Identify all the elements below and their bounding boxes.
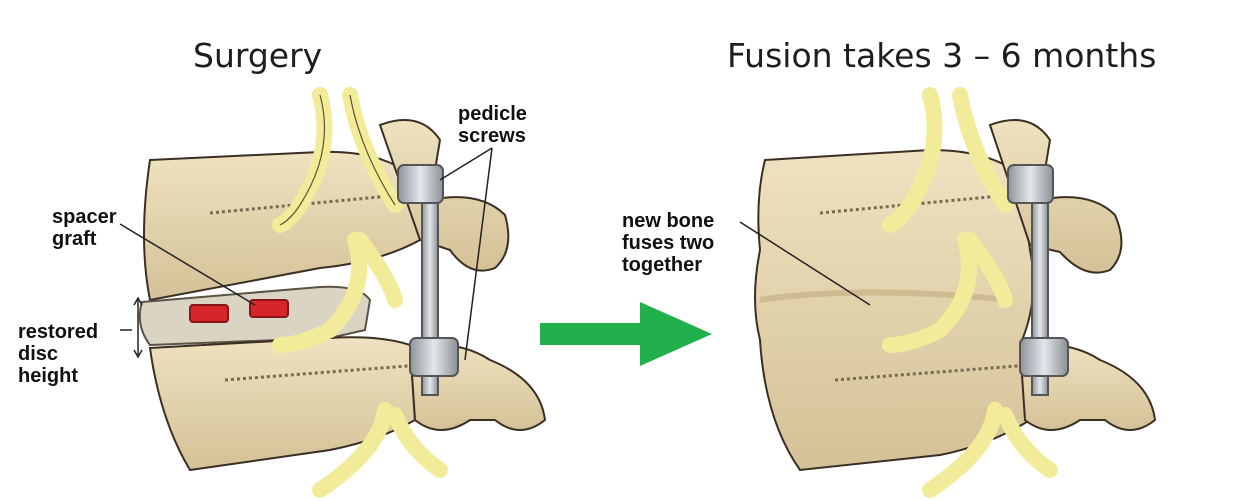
nerve-upper-right [882, 87, 1013, 233]
fusion-title: Fusion takes 3 – 6 months [727, 36, 1157, 75]
nerve-middle-right [882, 232, 1013, 353]
graft-window-2 [249, 299, 289, 318]
screw-head-lower-right [1019, 337, 1069, 377]
upper-process-left [378, 119, 510, 272]
nerve-lower-left [312, 402, 448, 498]
nerve-middle-left [272, 232, 403, 353]
spacer-graft-label: spacer graft [52, 206, 117, 250]
left-pointers [119, 147, 493, 361]
left-spine [138, 87, 547, 498]
screw-head-upper-left [397, 164, 444, 204]
surgery-title: Surgery [193, 36, 323, 75]
arrow-right-icon [540, 302, 712, 366]
nerve-lower-right [922, 402, 1058, 498]
upper-process-right [988, 119, 1123, 274]
screw-head-lower-left [409, 337, 459, 377]
restored-disc-height-label: restored disc height [18, 321, 99, 387]
pedicle-screws-label: pedicle screws [458, 103, 527, 147]
right-pointers [739, 221, 871, 306]
screw-head-upper-right [1007, 164, 1054, 204]
graft-window-1 [189, 304, 229, 323]
new-bone-label: new bone fuses two together [622, 210, 715, 276]
right-spine [754, 87, 1157, 498]
